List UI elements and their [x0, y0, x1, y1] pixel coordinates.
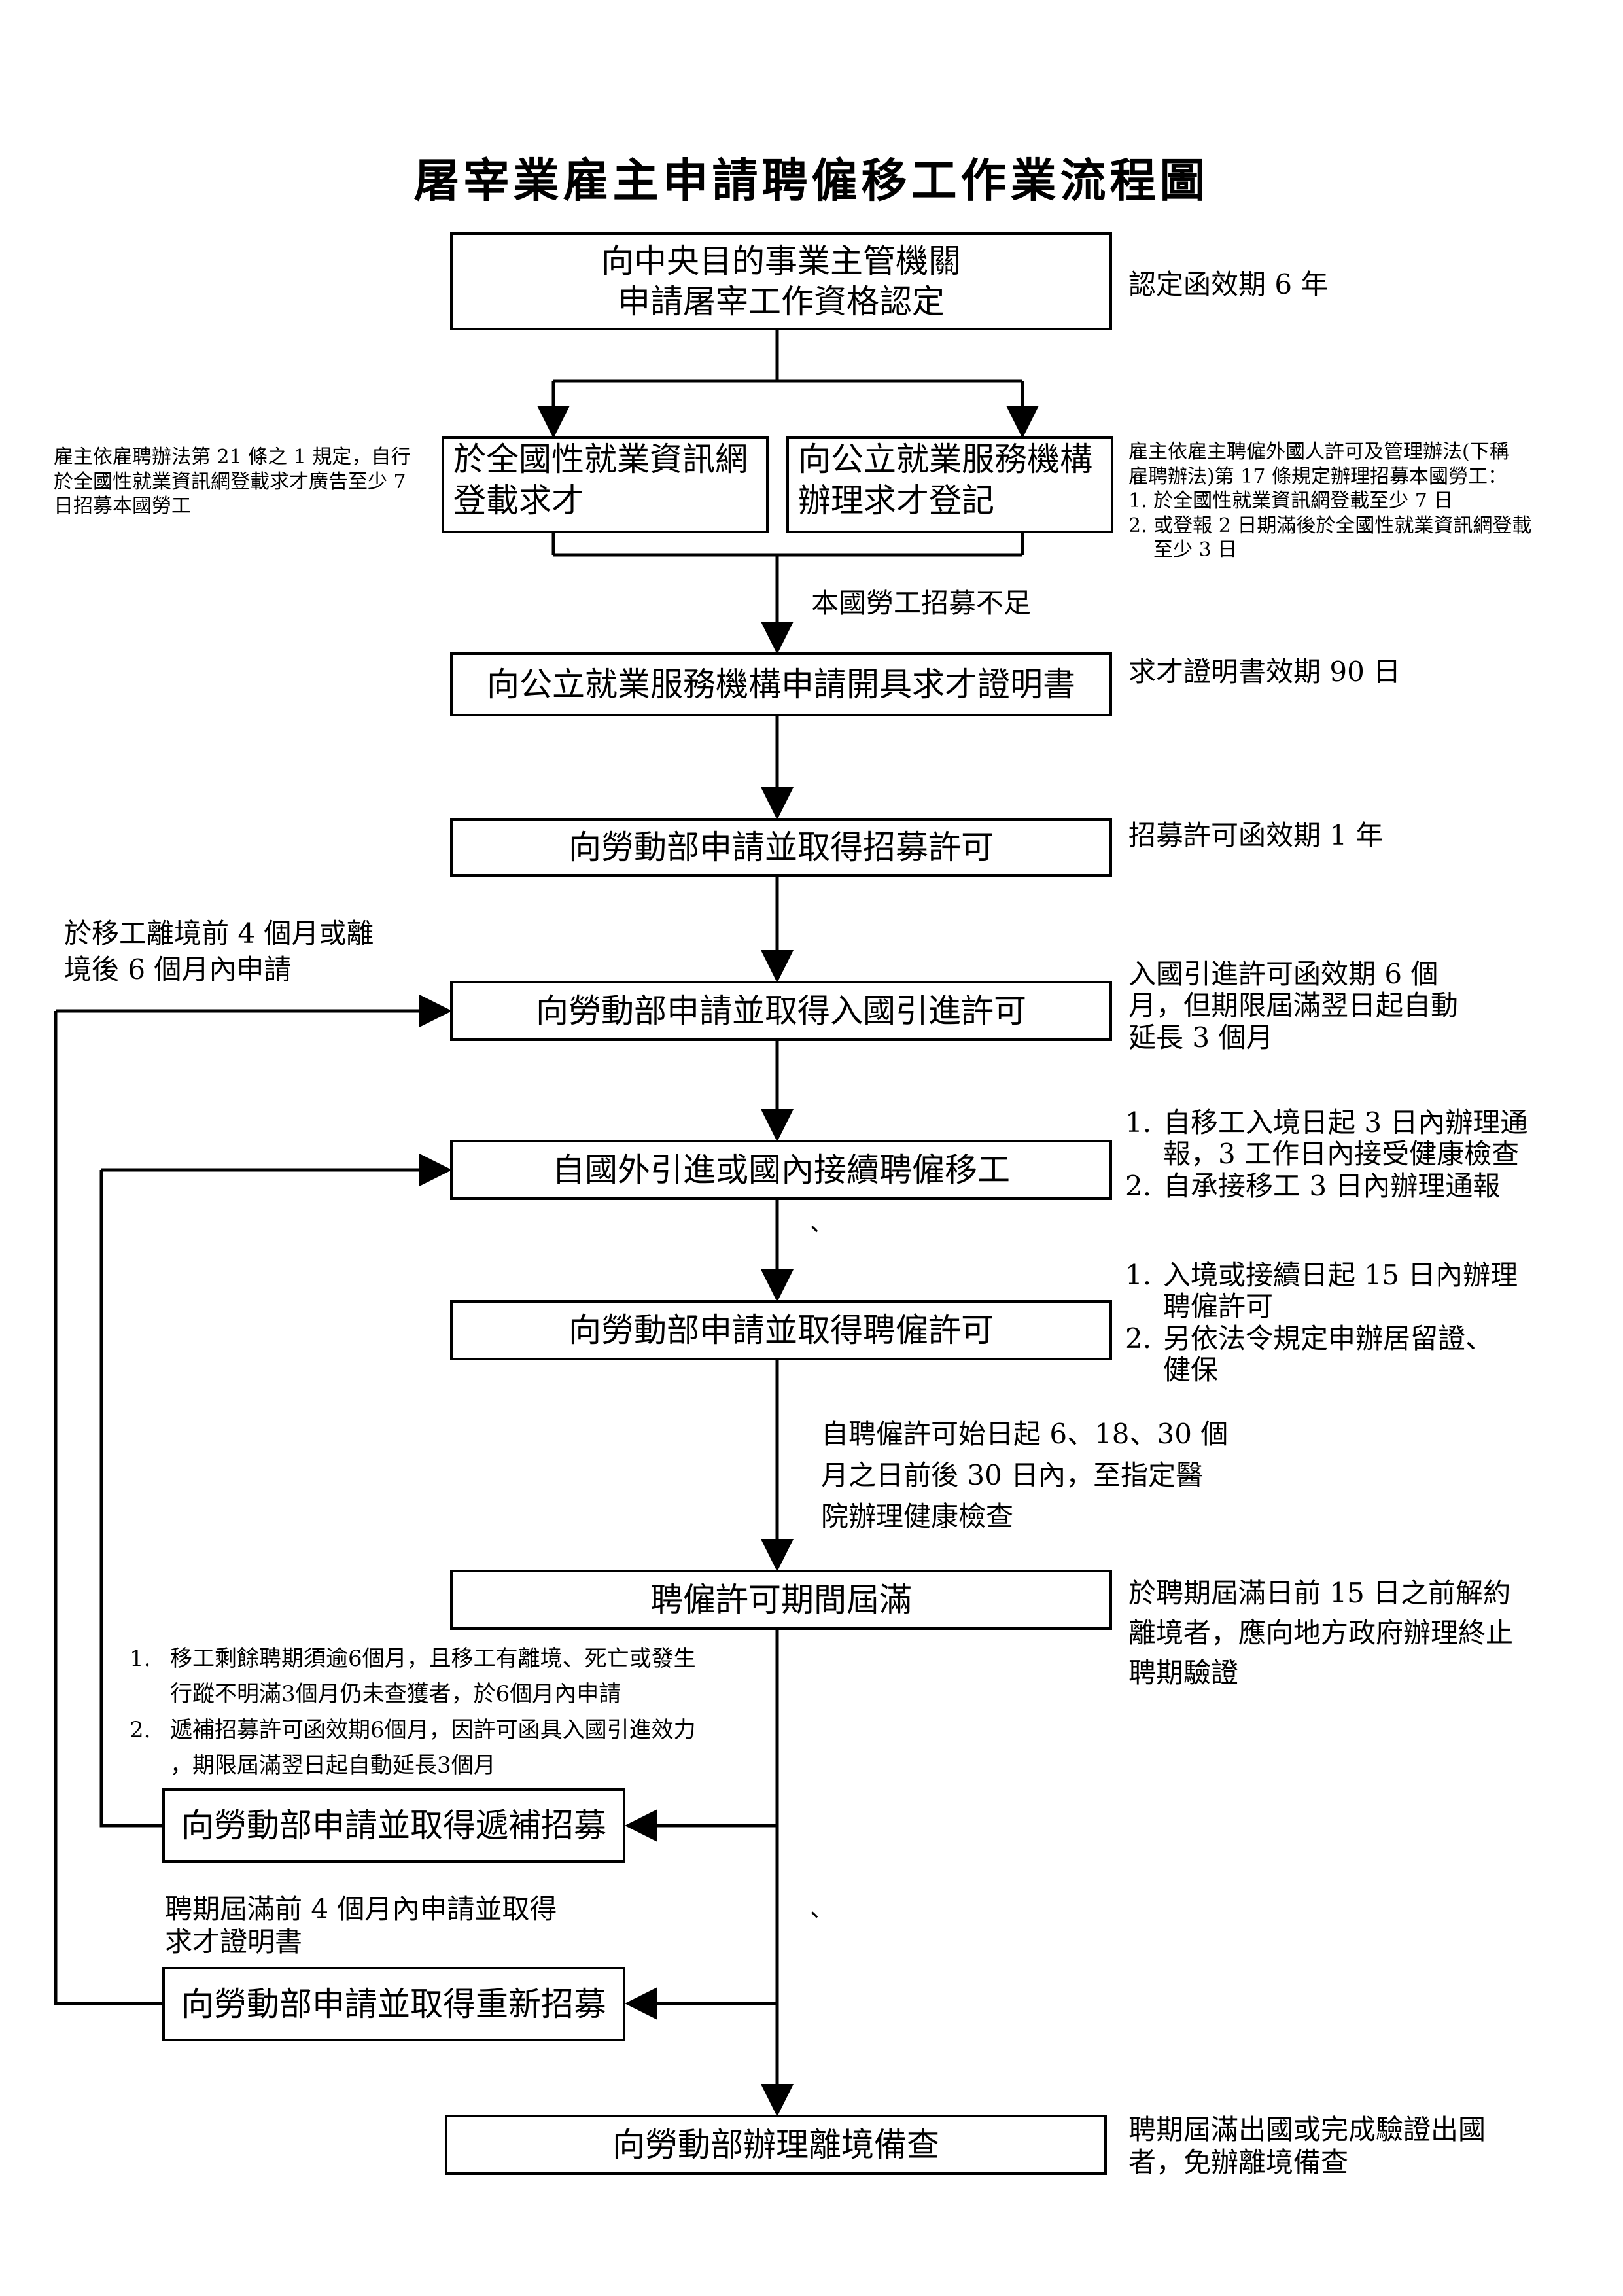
note-departure-exemption: 聘期屆滿出國或完成驗證出國 者，免辦離境備查	[1128, 2113, 1486, 2180]
note-re-recruitment-timing: 聘期屆滿前 4 個月內申請並取得 求才證明書	[165, 1893, 557, 1959]
note-health-check: 自聘僱許可始日起 6、18、30 個 月之日前後 30 日內，至指定醫 院辦理健…	[821, 1413, 1228, 1537]
note-item-number: 2.	[1128, 514, 1147, 537]
note-item: 1. 自移工入境日起 3 日內辦理通	[1125, 1106, 1528, 1139]
note-line: ，期限屆滿翌日起自動延長3個月	[170, 1752, 496, 1779]
note-line: 入境或接續日起 15 日內辦理	[1163, 1259, 1518, 1291]
note-local-recruitment-rules: 雇主依雇主聘僱外國人許可及管理辦法(下稱 雇聘辦法)第 17 條規定辦理招募本國…	[1128, 440, 1531, 563]
page-title: 屠宰業雇主申請聘僱移工作業流程圖	[413, 153, 1210, 207]
step-replacement-recruitment: 向勞動部申請並取得遞補招募	[162, 1788, 625, 1863]
step-industry-qualification: 向中央目的事業主管機關 申請屠宰工作資格認定	[450, 232, 1112, 330]
note-line: 雇主依雇聘辦法第 21 條之 1 規定，自行	[54, 446, 411, 468]
note-item-number: 1.	[1125, 1106, 1152, 1139]
note-line: 雇聘辦法)第 17 條規定辦理招募本國勞工：	[1128, 465, 1507, 488]
step-import-or-transfer: 自國外引進或國內接續聘僱移工	[450, 1140, 1112, 1200]
note-item: 1. 移工剩餘聘期須逾6個月，且移工有離境、死亡或發生	[130, 1641, 696, 1676]
stray-mark: 、	[810, 1210, 834, 1237]
note-line: 健保	[1163, 1353, 1219, 1386]
note-item: 2. 遞補招募許可函效期6個月，因許可函具入國引進效力	[130, 1712, 696, 1748]
note-line: 聘期屆滿前 4 個月內申請並取得	[165, 1893, 557, 1925]
note-arrival-reporting: 1. 自移工入境日起 3 日內辦理通 報，3 工作日內接受健康檢查 2. 自承接移工…	[1125, 1106, 1528, 1202]
note-replacement-conditions: 1. 移工剩餘聘期須逾6個月，且移工有離境、死亡或發生 行蹤不明滿3個月仍未查獲者…	[130, 1641, 696, 1784]
note-local-shortage: 本國勞工招募不足	[811, 587, 1032, 619]
note-line: 院辦理健康檢查	[821, 1500, 1014, 1532]
note-line: 延長 3 個月	[1128, 1021, 1274, 1053]
note-line: 於全國性就業資訊網登載至少 7 日	[1153, 489, 1454, 512]
step-recruitment-permit: 向勞動部申請並取得招募許可	[450, 818, 1112, 877]
step-label-line: 辦理求才登記	[798, 481, 994, 520]
note-line: 自承接移工 3 日內辦理通報	[1163, 1169, 1501, 1202]
step-permit-expiry: 聘僱許可期間屆滿	[450, 1570, 1112, 1630]
step-job-certificate: 向公立就業服務機構申請開具求才證明書	[450, 652, 1112, 716]
step-entry-permit: 向勞動部申請並取得入國引進許可	[450, 981, 1112, 1041]
note-line: 或登報 2 日期滿後於全國性就業資訊網登載	[1153, 514, 1532, 537]
note-line: 於移工離境前 4 個月或離	[64, 917, 374, 949]
note-line: 離境者，應向地方政府辦理終止	[1128, 1616, 1514, 1649]
step-employment-permit: 向勞動部申請並取得聘僱許可	[450, 1300, 1112, 1360]
note-item: 1. 入境或接續日起 15 日內辦理	[1125, 1259, 1518, 1291]
step-label-line: 向中央目的事業主管機關	[601, 241, 961, 280]
note-item: 2. 自承接移工 3 日內辦理通報	[1125, 1169, 1527, 1202]
note-line: 至少 3 日	[1153, 539, 1238, 561]
note-line: 者，免辦離境備查	[1128, 2146, 1349, 2179]
note-line: 於全國性就業資訊網登載求才廣告至少 7	[54, 470, 406, 493]
note-entry-permit-validity: 入國引進許可函效期 6 個 月，但期限屆滿翌日起自動 延長 3 個月	[1128, 958, 1459, 1053]
note-line: 月之日前後 30 日內，至指定醫	[821, 1459, 1204, 1491]
note-entry-application-timing: 於移工離境前 4 個月或離 境後 6 個月內申請	[64, 916, 374, 987]
step-re-recruitment: 向勞動部申請並取得重新招募	[162, 1967, 625, 2041]
note-certificate-validity: 求才證明書效期 90 日	[1128, 656, 1401, 688]
note-line: 於聘期屆滿日前 15 日之前解約	[1128, 1577, 1511, 1609]
loop-b10-to-b5	[54, 1011, 162, 2005]
step-label-line: 向公立就業服務機構	[798, 440, 1092, 478]
note-line: 境後 6 個月內申請	[64, 953, 292, 985]
note-line: 行蹤不明滿3個月仍未查獲者，於6個月內申請	[170, 1681, 621, 1708]
note-line: 雇主依雇主聘僱外國人許可及管理辦法(下稱	[1128, 440, 1509, 463]
note-line: 自移工入境日起 3 日內辦理通	[1163, 1106, 1528, 1139]
note-line: 聘期屆滿出國或完成驗證出國	[1128, 2113, 1486, 2146]
note-line: 聘僱許可	[1163, 1290, 1274, 1323]
note-contract-termination: 於聘期屆滿日前 15 日之前解約 離境者，應向地方政府辦理終止 聘期驗證	[1128, 1574, 1513, 1693]
step-national-job-site: 於全國性就業資訊網 登載求才	[442, 436, 769, 533]
note-line: 另依法令規定申辦居留證、	[1163, 1322, 1493, 1354]
note-line: 求才證明書	[165, 1926, 303, 1958]
note-line: 遞補招募許可函效期6個月，因許可函具入國引進效力	[170, 1716, 696, 1743]
note-line: 聘期驗證	[1128, 1656, 1239, 1689]
note-item-number: 1.	[130, 1646, 151, 1672]
note-employment-permit-timing: 1. 入境或接續日起 15 日內辦理 聘僱許可 2. 另依法令規定申辦居留證、 健保	[1125, 1259, 1518, 1386]
note-line: 日招募本國勞工	[54, 495, 191, 518]
note-item-number: 2.	[130, 1716, 151, 1743]
note-item-number: 2.	[1125, 1322, 1152, 1354]
loop-b9-to-b6	[99, 1170, 162, 1828]
step-public-employment-registration: 向公立就業服務機構 辦理求才登記	[786, 436, 1113, 533]
note-item-number: 2.	[1125, 1169, 1152, 1202]
step-label-line: 於全國性就業資訊網	[453, 440, 748, 478]
step-label-line: 登載求才	[453, 481, 584, 520]
note-item-number: 1.	[1125, 1259, 1152, 1291]
note-item-number: 1.	[1128, 489, 1147, 512]
note-item: 2. 另依法令規定申辦居留證、	[1125, 1322, 1518, 1354]
stray-mark: 、	[810, 1896, 834, 1922]
note-item: 2. 或登報 2 日期滿後於全國性就業資訊網登載	[1128, 514, 1531, 539]
note-qualification-validity: 認定函效期 6 年	[1128, 268, 1329, 300]
step-label-line: 申請屠宰工作資格認定	[618, 283, 945, 321]
note-self-advertising: 雇主依雇聘辦法第 21 條之 1 規定，自行 於全國性就業資訊網登載求才廣告至少…	[54, 445, 410, 519]
note-recruitment-validity: 招募許可函效期 1 年	[1128, 819, 1384, 851]
note-line: 報，3 工作日內接受健康檢查	[1163, 1138, 1520, 1171]
note-item: 1. 於全國性就業資訊網登載至少 7 日	[1128, 489, 1531, 514]
note-line: 自聘僱許可始日起 6、18、30 個	[821, 1418, 1229, 1450]
note-line: 移工剩餘聘期須逾6個月，且移工有離境、死亡或發生	[170, 1646, 696, 1672]
note-line: 月，但期限屆滿翌日起自動	[1128, 989, 1459, 1022]
note-line: 入國引進許可函效期 6 個	[1128, 958, 1439, 990]
step-departure-record: 向勞動部辦理離境備查	[445, 2115, 1107, 2175]
